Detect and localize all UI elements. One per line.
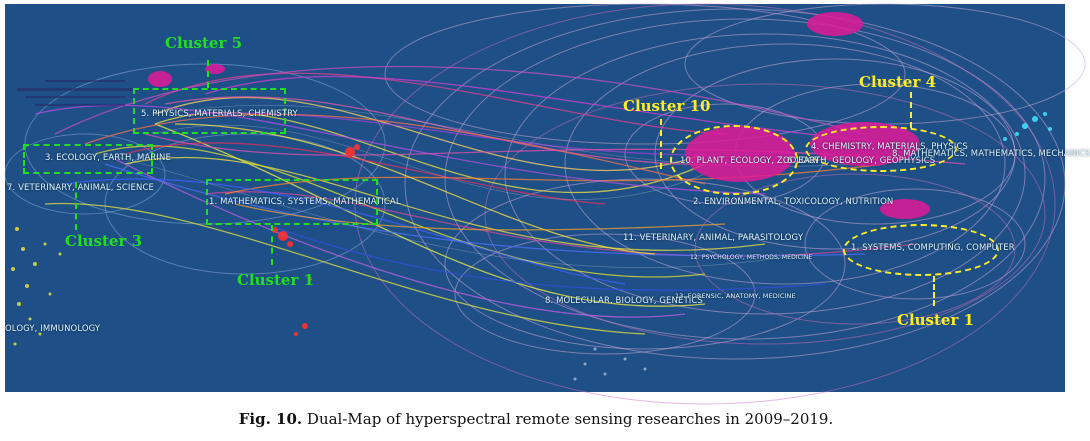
- right-label-forensic: 13. FORENSIC, ANATOMY, MEDICINE: [675, 292, 796, 300]
- figure-caption: Fig. 10. Dual-Map of hyperspectral remot…: [0, 410, 1072, 428]
- cluster4-ellipse: [805, 126, 957, 172]
- figure-caption-label: Fig. 10.: [238, 410, 303, 428]
- cluster10-ellipse: [670, 125, 798, 195]
- cluster1-left-label: Cluster 1: [237, 271, 315, 289]
- cluster10-label: Cluster 10: [623, 97, 711, 115]
- cluster4-leader: [910, 92, 912, 128]
- right-label-chemistry: 4. CHEMISTRY, MATERIALS, PHYSICS: [811, 142, 968, 152]
- cluster5-leader: [207, 60, 209, 88]
- cluster1-right-leader: [933, 276, 935, 306]
- right-label-plant: 10. PLANT, ECOLOGY, ZOOLOGY: [680, 156, 820, 166]
- cluster1-left-box: [206, 179, 378, 225]
- left-label-ecology: 3. ECOLOGY, EARTH, MARINE: [45, 153, 171, 163]
- cluster5-box: [133, 88, 286, 134]
- right-label-environmental: 2. ENVIRONMENTAL, TOXICOLOGY, NUTRITION: [693, 197, 894, 207]
- figure-caption-text: Dual-Map of hyperspectral remote sensing…: [306, 410, 834, 428]
- dual-map-figure: 5. PHYSICS, MATERIALS, CHEMISTRY 3. ECOL…: [4, 3, 1090, 405]
- left-label-physics: 5. PHYSICS, MATERIALS, CHEMISTRY: [141, 109, 298, 119]
- dual-map-links: [4, 3, 1086, 405]
- right-label-systems: 1. SYSTEMS, COMPUTING, COMPUTER: [851, 243, 1015, 253]
- cluster1-right-ellipse: [843, 224, 999, 276]
- cluster1-left-leader: [271, 225, 273, 265]
- left-label-mathematics: 1. MATHEMATICS, SYSTEMS, MATHEMATICAL: [209, 197, 401, 207]
- right-label-earth: 6. EARTH, GEOLOGY, GEOPHYSICS: [787, 156, 936, 166]
- cluster3-leader: [75, 182, 77, 230]
- cluster5-label: Cluster 5: [165, 34, 243, 52]
- cluster3-label: Cluster 3: [65, 232, 143, 250]
- right-label-molecular: 8. MOLECULAR, BIOLOGY, GENETICS: [545, 296, 703, 306]
- right-label-veterinary: 11. VETERINARY, ANIMAL, PARASITOLOGY: [623, 233, 804, 243]
- left-label-immunology: OLOGY, IMMUNOLOGY: [5, 324, 101, 334]
- cluster4-label: Cluster 4: [859, 73, 937, 91]
- cluster1-right-label: Cluster 1: [897, 311, 975, 329]
- cluster3-box: [23, 144, 153, 174]
- cluster10-leader: [660, 119, 662, 169]
- right-label-psychology: 12. PSYCHOLOGY, METHODS, MEDICINE: [690, 254, 813, 261]
- right-label-mathematics: 8. MATHEMATICS, MATHEMATICS, MECHANICS: [892, 149, 1090, 159]
- left-label-veterinary: 7. VETERINARY, ANIMAL, SCIENCE: [7, 183, 154, 193]
